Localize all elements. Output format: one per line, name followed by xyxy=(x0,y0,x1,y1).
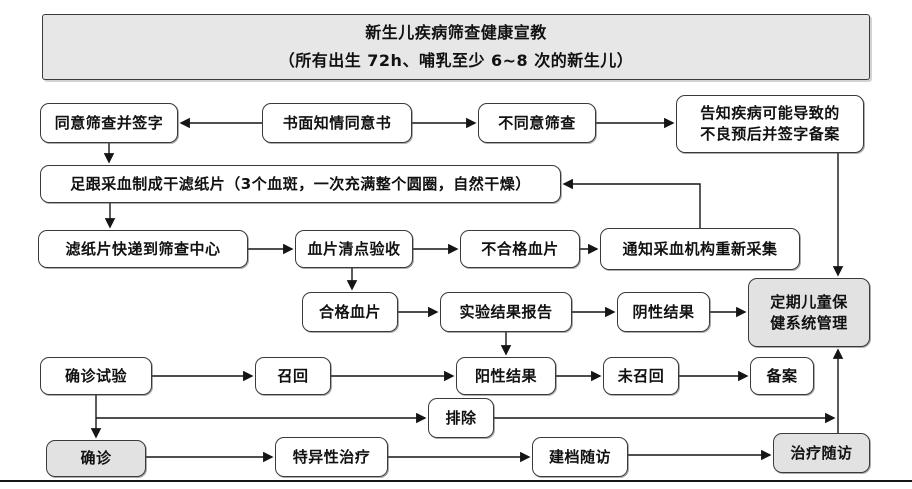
node-inform-label: 告知疾病可能导致的 xyxy=(700,104,840,122)
node-agree-label: 同意筛查并签字 xyxy=(54,113,164,132)
node-exclude: 排除 xyxy=(428,398,494,438)
node-recall: 召回 xyxy=(255,357,331,395)
node-consent: 书面知情同意书 xyxy=(262,103,412,143)
node-disagree: 不同意筛查 xyxy=(478,103,596,143)
node-specific: 特异性治疗 xyxy=(275,437,388,477)
node-header-label: 新生儿疾病筛查健康宣教 xyxy=(365,23,547,42)
node-manage: 定期儿童保健系统管理 xyxy=(748,278,870,347)
node-confirmed-label: 确诊 xyxy=(80,449,112,467)
node-filing: 建档随访 xyxy=(532,437,628,477)
node-followup: 治疗随访 xyxy=(773,433,870,473)
node-record: 备案 xyxy=(750,357,814,395)
node-negative-label: 阴性结果 xyxy=(632,302,695,321)
node-check-label: 血片清点验收 xyxy=(307,239,401,258)
edge-notify-to-heel-feedback xyxy=(562,178,701,228)
node-negative: 阴性结果 xyxy=(617,292,710,332)
node-manage-label: 健系统管理 xyxy=(770,313,848,332)
node-positive: 阳性结果 xyxy=(456,357,556,395)
node-inform-label: 不良预后并签字备案 xyxy=(700,125,840,143)
node-unqualified: 不合格血片 xyxy=(460,230,580,268)
node-qualified-label: 合格血片 xyxy=(318,302,381,321)
node-positive-label: 阳性结果 xyxy=(474,366,537,385)
node-notrecalled-label: 未召回 xyxy=(617,366,665,385)
node-unqualified-label: 不合格血片 xyxy=(481,239,559,258)
node-manage-label: 定期儿童保 xyxy=(770,292,848,311)
node-mail: 滤纸片快递到筛查中心 xyxy=(38,230,248,268)
node-record-label: 备案 xyxy=(766,366,798,385)
node-notrecalled: 未召回 xyxy=(603,357,679,395)
node-heel-label: 足跟采血制成干滤纸片（3个血斑，一次充满整个圆圈，自然干燥） xyxy=(70,174,531,193)
node-heel: 足跟采血制成干滤纸片（3个血斑，一次充满整个圆圈，自然干燥） xyxy=(40,165,561,203)
node-consent-label: 书面知情同意书 xyxy=(282,113,392,132)
node-ctest-label: 确诊试验 xyxy=(64,366,127,385)
node-ctest: 确诊试验 xyxy=(40,357,152,395)
node-disagree-label: 不同意筛查 xyxy=(498,113,576,132)
node-specific-label: 特异性治疗 xyxy=(292,447,371,466)
node-exclude-label: 排除 xyxy=(445,408,477,427)
node-check: 血片清点验收 xyxy=(295,230,413,268)
node-report-label: 实验结果报告 xyxy=(459,302,553,321)
node-confirmed: 确诊 xyxy=(46,440,146,477)
node-agree: 同意筛查并签字 xyxy=(40,103,178,143)
node-header-label: （所有出生 72h、哺乳至少 6~8 次的新生儿） xyxy=(278,51,634,70)
node-notify-label: 通知采血机构重新采集 xyxy=(622,239,778,258)
node-qualified: 合格血片 xyxy=(302,292,398,332)
node-filing-label: 建档随访 xyxy=(548,447,611,466)
node-recall-label: 召回 xyxy=(277,366,309,385)
node-notify: 通知采血机构重新采集 xyxy=(600,228,800,270)
node-inform: 告知疾病可能导致的不良预后并签字备案 xyxy=(676,95,864,153)
node-header: 新生儿疾病筛查健康宣教 （所有出生 72h、哺乳至少 6~8 次的新生儿） xyxy=(42,14,870,80)
node-report: 实验结果报告 xyxy=(440,292,572,332)
node-mail-label: 滤纸片快递到筛查中心 xyxy=(65,239,221,258)
node-followup-label: 治疗随访 xyxy=(790,443,853,462)
